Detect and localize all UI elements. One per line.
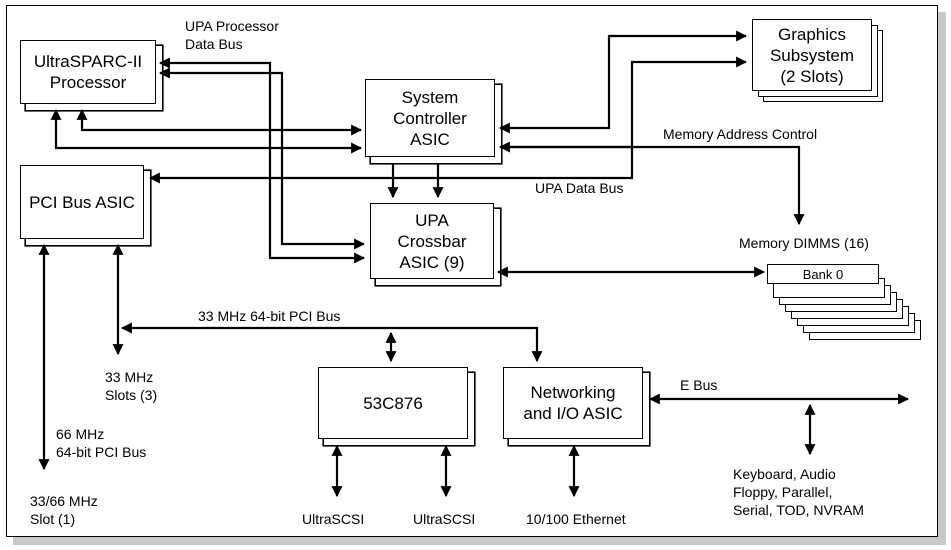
networking-io-asic: Networking and I/O ASIC [503,367,643,439]
sc-graphics-link-1 [498,30,748,134]
label-upa-data-bus: UPA Data Bus [535,180,624,196]
graphics-subsystem: Graphics Subsystem (2 Slots) [752,19,872,91]
pci-bus-asic: PCI Bus ASIC [20,165,144,239]
upa-crossbar-asic: UPA Crossbar ASIC (9) [370,203,494,279]
label-slot-3366: 33/66 MHz Slot (1) [30,493,98,527]
label-upa-processor-data-bus: UPA Processor Data Bus [185,18,279,52]
label-pci-bus-66: 66 MHz 64-bit PCI Bus [56,426,147,460]
memory-bank-0: Bank 0 [767,264,879,284]
label-memory-dimms: Memory DIMMS (16) [739,235,869,251]
processor-sc-link-1 [50,108,363,154]
processor-sc-link-2 [76,108,363,136]
label-memory-address-control: Memory Address Control [663,126,818,142]
ultrasparc-processor: UltraSPARC-II Processor [20,40,156,104]
system-controller-asic: System Controller ASIC [365,79,495,157]
label-ultrascsi-1: UltraSCSI [302,511,365,527]
memory-address-control-line [500,145,805,226]
upa-processor-data-bus-line-2 [158,67,366,250]
label-peripherals: Keyboard, Audio Floppy, Parallel, Serial… [733,466,864,518]
upa-data-bus-line [148,147,634,184]
label-ultrascsi-2: UltraSCSI [413,511,476,527]
label-e-bus: E Bus [680,377,718,393]
label-slots-33: 33 MHz Slots (3) [105,369,158,403]
pci-33-bus-line [120,322,543,363]
upa-processor-data-bus-line-1 [158,57,366,264]
scsi-controller-53c876: 53C876 [318,367,468,439]
label-ethernet: 10/100 Ethernet [526,511,626,527]
label-pci-bus-33: 33 MHz 64-bit PCI Bus [198,308,341,324]
